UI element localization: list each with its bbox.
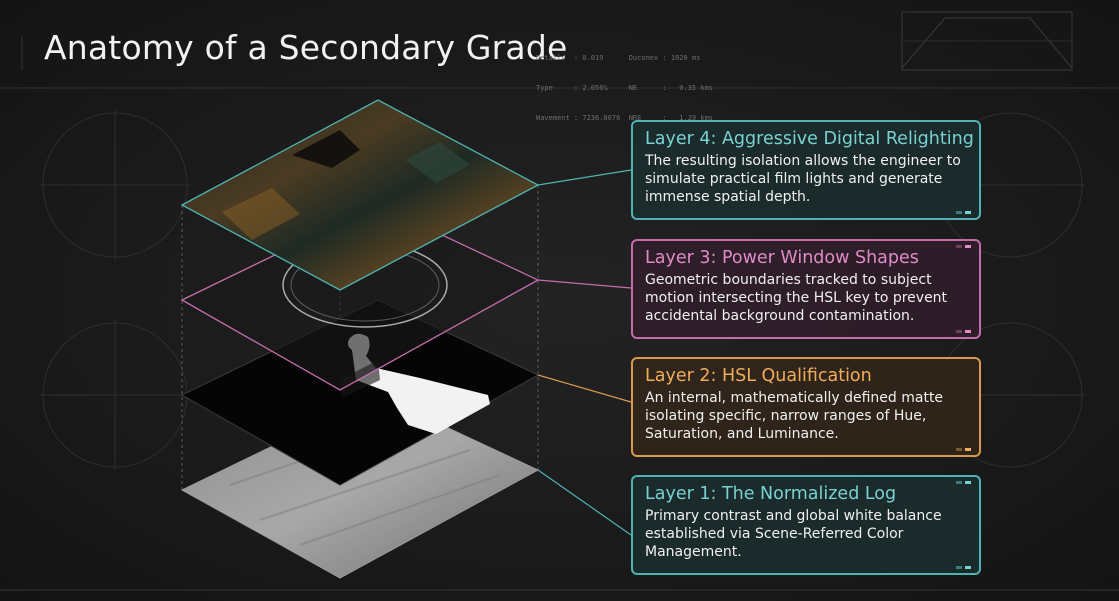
- card-ticks: [956, 330, 971, 333]
- layer-card-title: Layer 3: Power Window Shapes: [645, 248, 919, 268]
- layer-card-body: The resulting isolation allows the engin…: [645, 153, 961, 205]
- readout-line: Wavement : 7236.0076 NRE : 1.29 kms: [536, 114, 714, 122]
- connector-lines: [537, 169, 632, 536]
- layer-card-3: Layer 3: Power Window Shapes Geometric b…: [631, 239, 981, 339]
- layer-card-body: Geometric boundaries tracked to subject …: [645, 272, 948, 324]
- readout-line: Type : 2.056% NE : 0.35 kms: [536, 84, 714, 92]
- curve-graph: [901, 11, 1073, 71]
- card-ticks: [956, 245, 971, 248]
- frame-lines: [0, 36, 1119, 591]
- card-ticks: [956, 211, 971, 214]
- layer-card-title: Layer 2: HSL Qualification: [645, 366, 872, 386]
- card-ticks: [956, 566, 971, 569]
- layer-card-body: Primary contrast and global white balanc…: [645, 508, 942, 560]
- layer-card-body: An internal, mathematically defined matt…: [645, 390, 944, 442]
- readout-line: Details : 0.019 Duconex : 1020 ms: [536, 54, 701, 62]
- layer-card-2: Layer 2: HSL Qualification An internal, …: [631, 357, 981, 457]
- layer-card-4: Layer 4: Aggressive Digital Relighting T…: [631, 120, 981, 220]
- card-ticks: [956, 481, 971, 484]
- card-ticks: [956, 448, 971, 451]
- layer-card-1: Layer 1: The Normalized Log Primary cont…: [631, 475, 981, 575]
- readout-panel: Details : 0.019 Duconex : 1020 ms Type :…: [536, 33, 713, 133]
- vectorscope-left-top: [40, 110, 190, 260]
- layer-card-title: Layer 1: The Normalized Log: [645, 484, 897, 504]
- page-title: Anatomy of a Secondary Grade: [44, 28, 568, 67]
- layer-4-relit-image-plane: [180, 99, 540, 291]
- layer-card-title: Layer 4: Aggressive Digital Relighting: [645, 129, 974, 149]
